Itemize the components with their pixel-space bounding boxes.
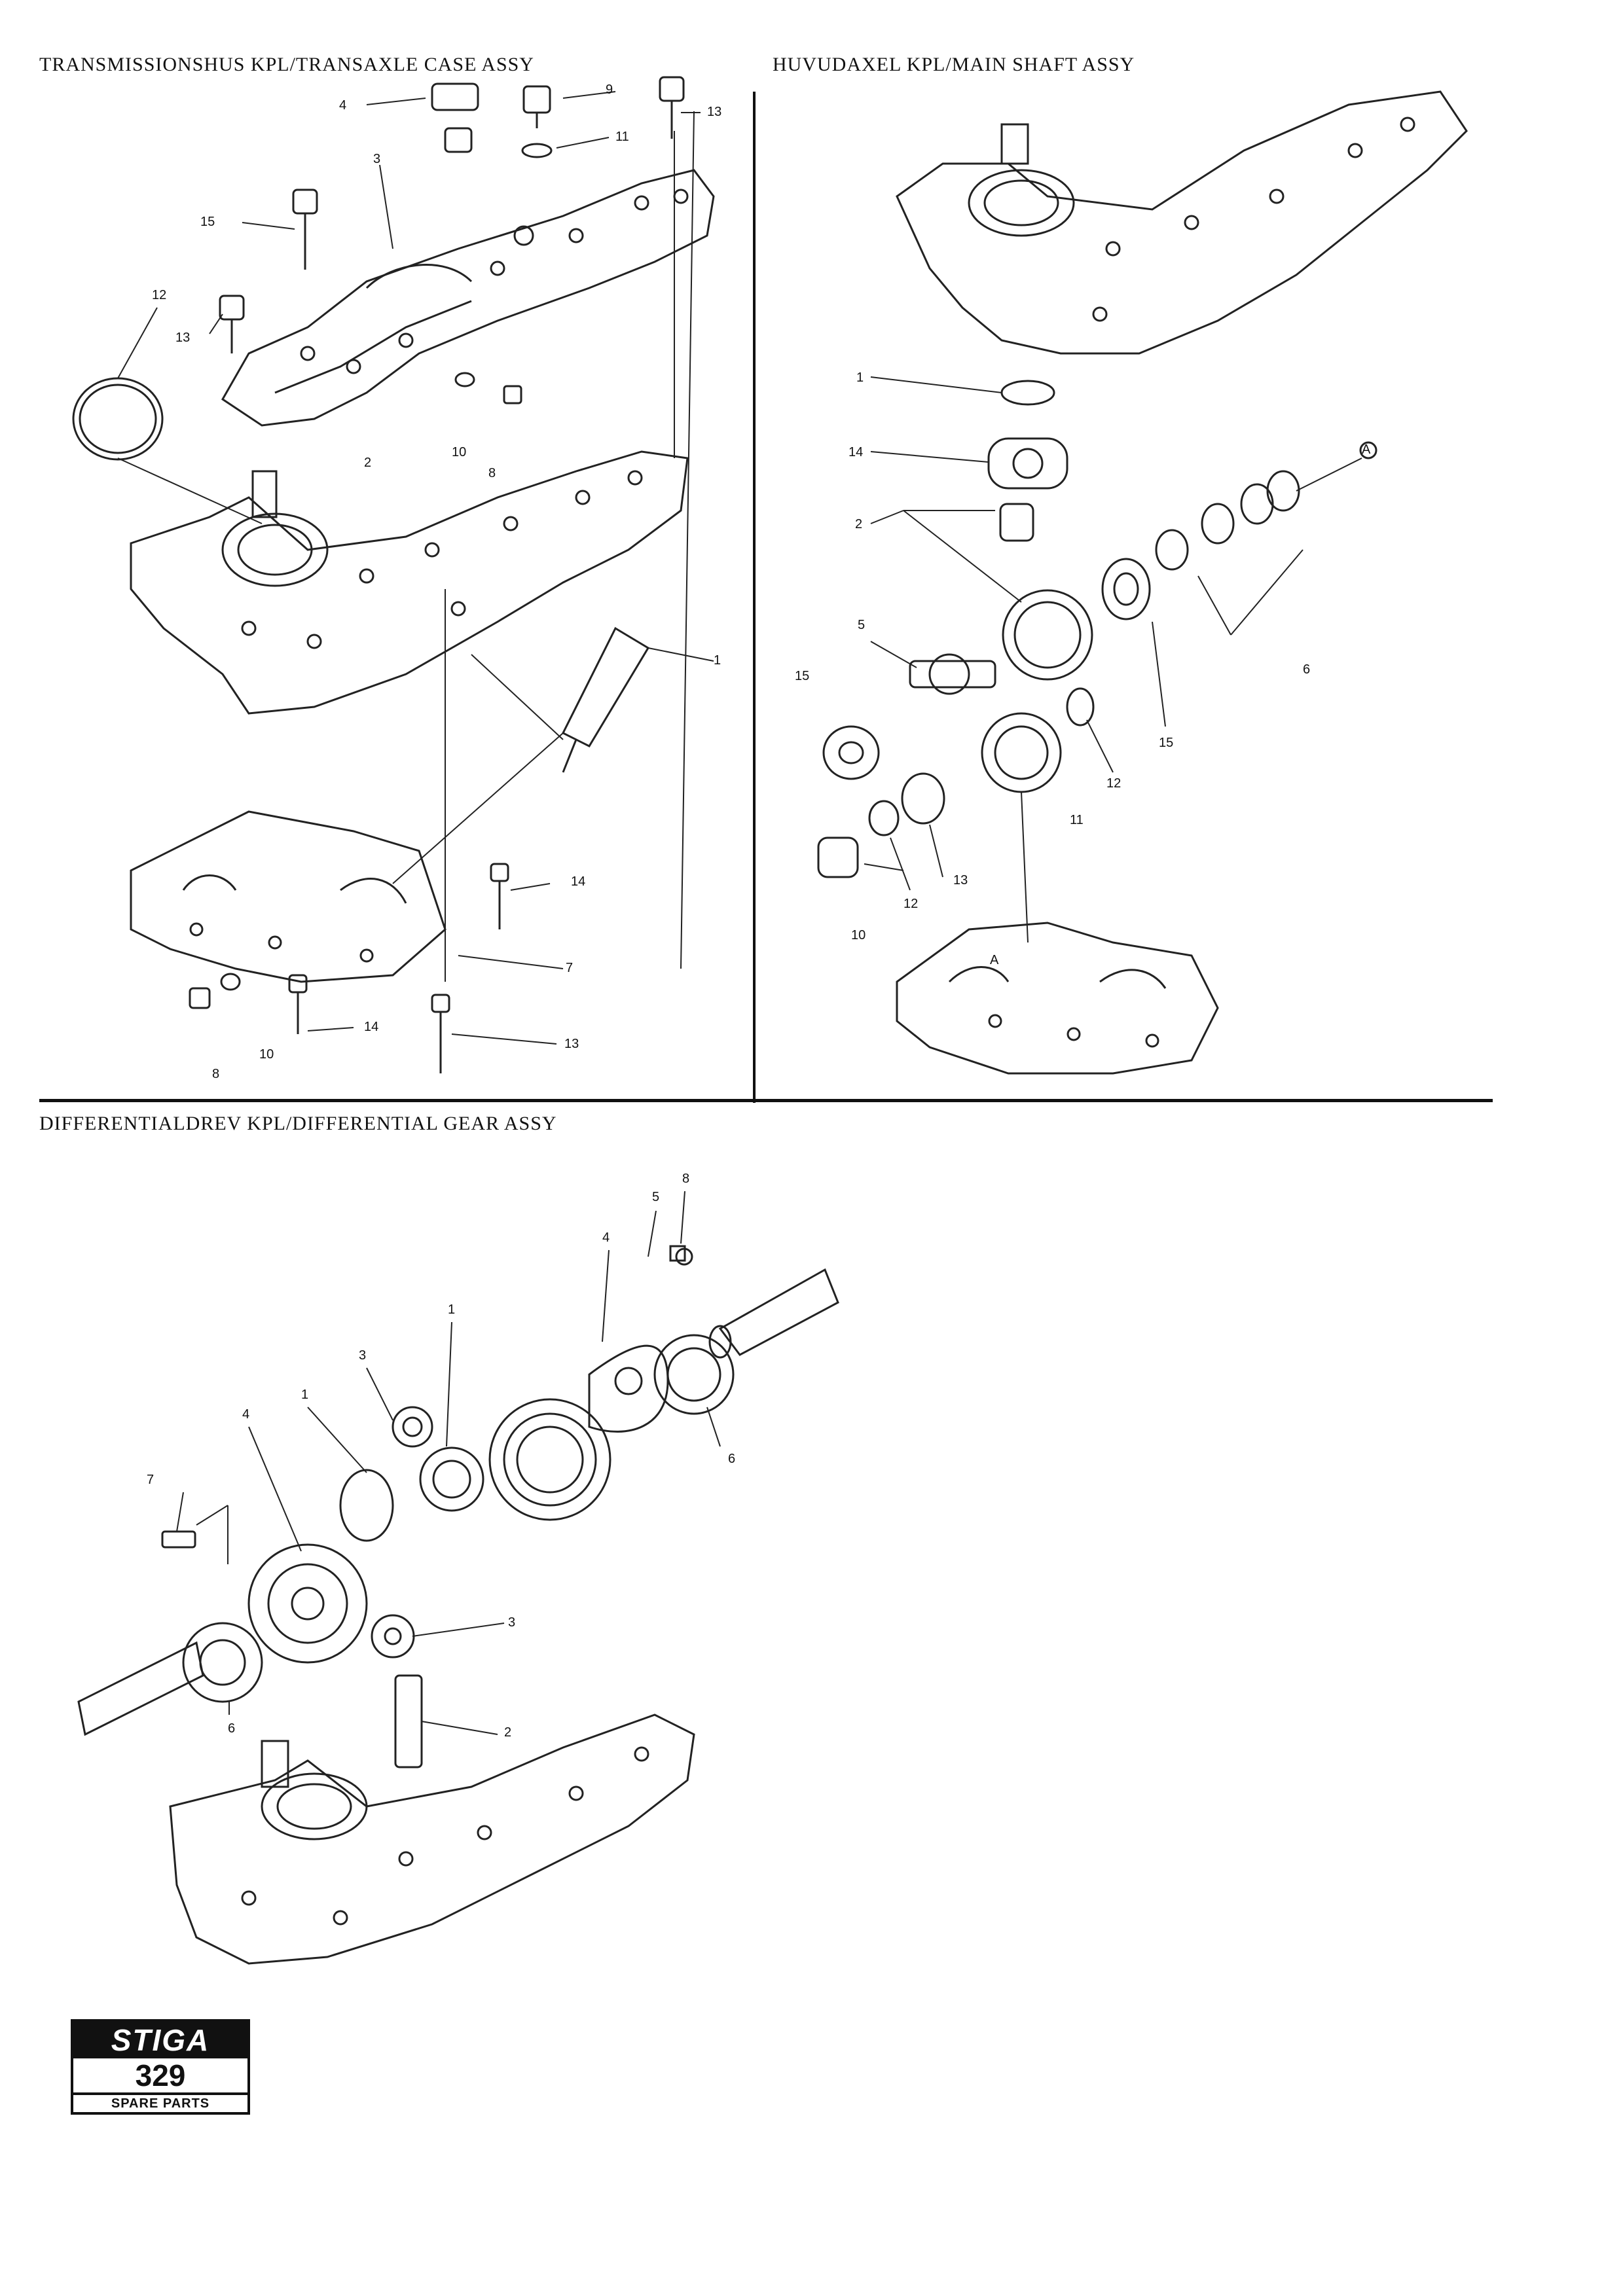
callout-13b: 13 — [175, 331, 191, 345]
callout-ms-11: 11 — [1070, 813, 1084, 827]
middle-housing-drawing — [130, 450, 689, 715]
callout-13: 13 — [707, 105, 722, 119]
callout-ms-15: 15 — [795, 669, 810, 683]
callout-d-3: 3 — [359, 1348, 367, 1363]
upper-housing-drawing — [221, 169, 715, 427]
stiga-logo: STIGA 329 SPARE PARTS — [71, 2019, 250, 2115]
callout-ms-5: 5 — [858, 618, 866, 632]
callout-d-4b: 4 — [242, 1407, 250, 1422]
callout-ms-14: 14 — [848, 445, 864, 459]
section-title-main-shaft: HUVUDAXEL KPL/MAIN SHAFT ASSY — [773, 54, 1135, 75]
callout-8: 8 — [488, 466, 496, 480]
page-number: 329 — [73, 2058, 247, 2095]
main-shaft-top-housing-drawing — [896, 90, 1468, 355]
callout-7: 7 — [566, 961, 574, 975]
callout-ms-12b: 12 — [903, 897, 919, 911]
callout-d-3b: 3 — [508, 1615, 516, 1630]
callout-ms-a2: A — [990, 953, 999, 967]
callout-d-2: 2 — [504, 1725, 512, 1740]
callout-2: 2 — [364, 456, 372, 470]
logo-subtitle: SPARE PARTS — [111, 2096, 210, 2111]
callout-11: 11 — [615, 130, 629, 144]
callout-10: 10 — [452, 445, 467, 459]
callout-d-1b: 1 — [301, 1388, 309, 1402]
callout-ms-12: 12 — [1106, 776, 1122, 791]
section-title-transaxle-case: TRANSMISSIONSHUS KPL/TRANSAXLE CASE ASSY — [39, 54, 534, 75]
callout-d-1: 1 — [448, 1302, 456, 1317]
callout-d-8: 8 — [682, 1172, 690, 1186]
callout-8b: 8 — [212, 1067, 220, 1081]
callout-d-7: 7 — [147, 1473, 155, 1487]
callout-13c: 13 — [564, 1037, 579, 1051]
callout-9: 9 — [606, 82, 613, 97]
callout-15: 15 — [200, 215, 215, 229]
callout-ms-10: 10 — [851, 928, 866, 942]
callout-ms-2: 2 — [855, 517, 863, 531]
callout-12: 12 — [152, 288, 167, 302]
vertical-divider — [753, 92, 756, 1103]
main-shaft-lower-housing-drawing — [896, 922, 1219, 1075]
callout-d-6b: 6 — [228, 1721, 236, 1736]
callout-ms-6: 6 — [1303, 662, 1311, 677]
callout-4: 4 — [339, 98, 347, 113]
callout-d-4: 4 — [602, 1230, 610, 1245]
callout-1: 1 — [714, 653, 721, 668]
callout-ms-15b: 15 — [1159, 736, 1174, 750]
callout-ms-1: 1 — [856, 370, 864, 385]
horizontal-divider — [39, 1099, 1493, 1102]
callout-ms-a: A — [1362, 442, 1371, 457]
callout-10b: 10 — [259, 1047, 274, 1062]
callout-ms-13: 13 — [953, 873, 968, 888]
callout-14b: 14 — [364, 1020, 379, 1034]
callout-d-5: 5 — [652, 1190, 660, 1204]
logo-brand: STIGA — [73, 2022, 247, 2058]
callout-14: 14 — [571, 874, 586, 889]
callout-d-6: 6 — [728, 1452, 736, 1466]
lower-housing-drawing — [130, 810, 447, 983]
differential-housing-drawing — [169, 1713, 695, 1965]
differential-parts-drawing — [77, 1245, 839, 1768]
section-title-differential: DIFFERENTIALDREV KPL/DIFFERENTIAL GEAR A… — [39, 1113, 557, 1134]
callout-3: 3 — [373, 152, 381, 166]
